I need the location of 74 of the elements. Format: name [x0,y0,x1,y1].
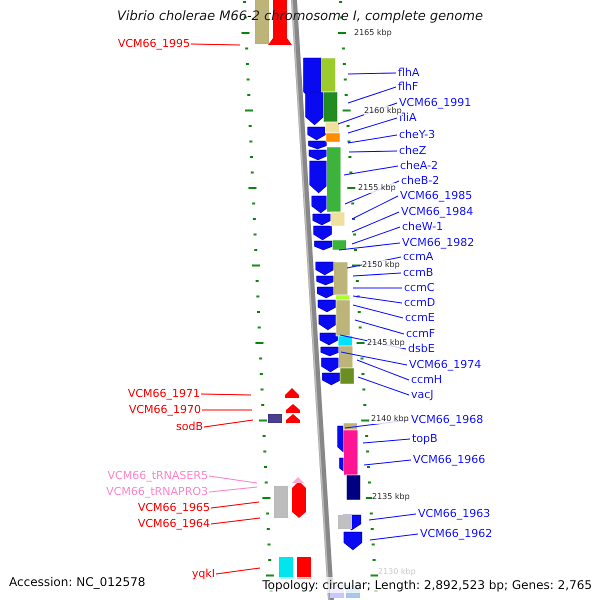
leader-line [340,352,408,366]
gene-label: flhF [398,79,418,95]
leader-line [352,212,400,232]
leader-line [368,514,416,520]
leader-line [364,460,412,466]
leader-line [352,272,402,276]
leader-line [190,44,240,46]
gene-label: VCM66_1991 [399,95,472,111]
gene-label: cheB-2 [401,173,440,189]
gene-label: VCM66_1966 [413,452,486,468]
gene-label: vacJ [411,387,434,403]
gene-label: cheW-1 [402,219,444,235]
leader-line [352,304,404,318]
leader-line [338,242,400,250]
gene-label: ccmC [404,280,434,296]
gene-label: VCM66_1984 [401,204,474,220]
gene-label: VCM66_tRNAPRO3 [106,484,208,500]
leader-line [348,134,398,144]
gene-label: cheY-3 [399,127,436,143]
gene-label: cheZ [399,143,426,159]
gene-label: VCM66_1965 [138,500,210,516]
leader-line [204,420,254,428]
leader-line [344,166,398,176]
gene-label: topB [412,431,438,447]
gene-label: flhA [398,65,420,81]
leader-line [348,118,398,134]
leader-line [352,226,400,244]
scale-label: 2160 kbp [364,106,402,116]
leader-line [370,534,418,540]
gene-label: ccmF [406,326,436,342]
scale-label: 2145 kbp [367,338,405,348]
leader-line [210,502,260,508]
leader-line [354,320,404,334]
gene-label: ccmA [403,249,434,265]
leader-line [216,568,260,574]
gene-label: VCM66_1995 [118,36,190,52]
gene-label: ccmE [405,310,435,326]
scale-label: 2150 kbp [362,260,400,270]
gene-label: ccmB [403,265,434,281]
gene-label: VCM66_1970 [128,402,201,418]
gene-label: VCM66_1968 [411,412,484,428]
leader-line [348,150,398,152]
leader-line [356,360,410,380]
gene-label: cheA-2 [400,158,438,174]
leader-line [352,296,402,304]
gene-label: VCM66_1985 [400,188,472,204]
gene-label: VCM66_tRNASER5 [108,468,208,484]
leader-line [352,196,398,220]
scale-label: 2165 kbp [354,28,392,38]
scale-label: 2140 kbp [371,414,409,424]
leader-line [348,72,396,74]
leader-line [208,476,258,484]
leader-line [358,376,410,396]
leader-line [200,394,252,396]
accession-text: Accession: NC_012578 [9,574,146,590]
leader-line [362,438,410,444]
gene-label: VCM66_1964 [138,516,210,532]
gene-label: VCM66_1963 [418,506,490,522]
gene-label: dsbE [408,341,435,357]
leader-line [208,486,258,492]
gene-label: VCM66_1971 [128,386,200,402]
scale-label: 2135 kbp [372,492,410,502]
gene-label: VCM66_1962 [420,526,492,542]
gene-label: ccmD [404,295,436,311]
gene-label: ccmH [411,372,442,388]
scale-label: 2155 kbp [358,183,396,193]
leader-line [348,86,396,104]
gene-label: yqkI [192,566,215,582]
gene-label: sodB [176,419,203,435]
leader-line [210,518,260,524]
genome-info-text: Topology: circular; Length: 2,892,523 bp; Genes: 2,765 [262,577,592,593]
gene-label: fliA [399,110,417,126]
gene-label: VCM66_1982 [402,235,474,251]
gene-label: VCM66_1974 [409,357,482,373]
